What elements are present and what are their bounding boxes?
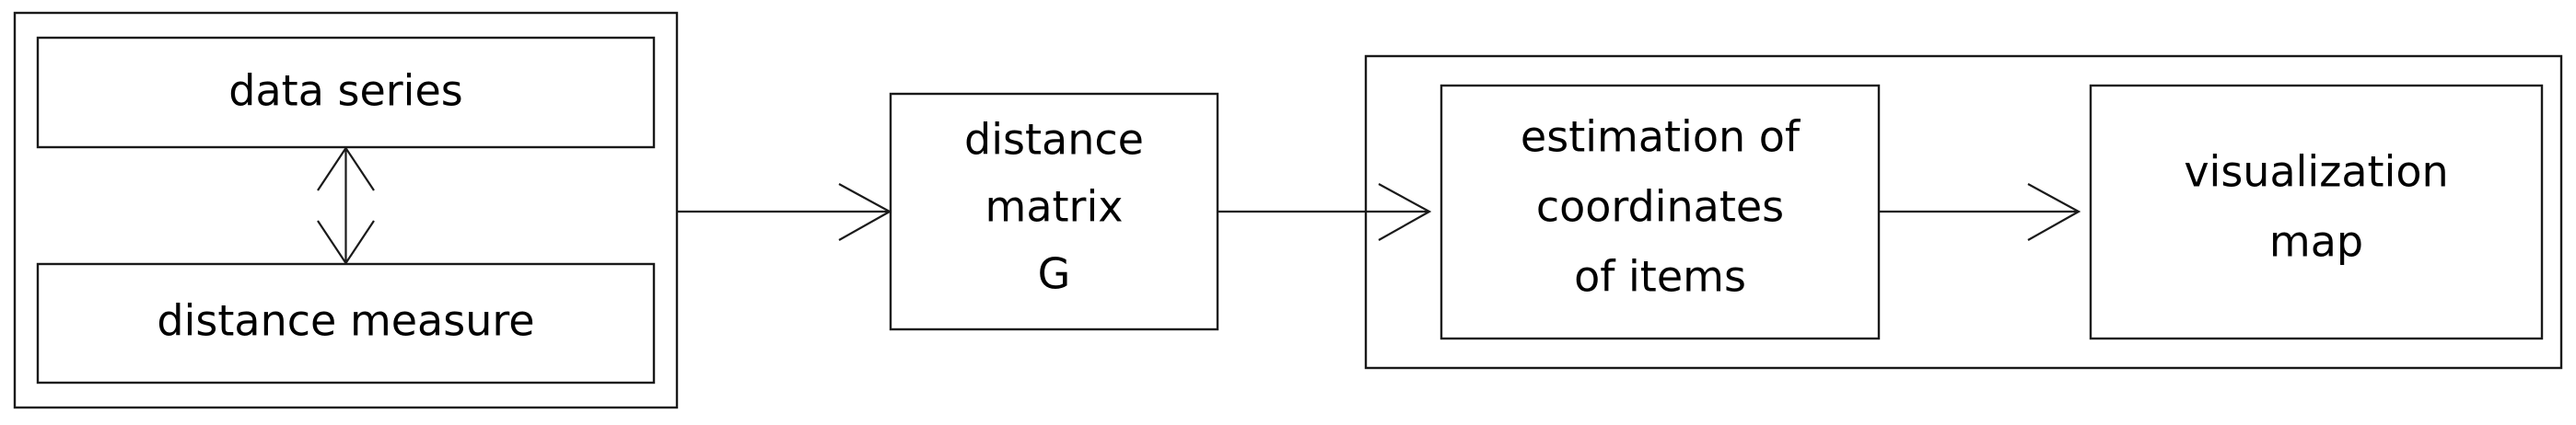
distance-matrix-box[interactable] xyxy=(889,92,1219,331)
bidirectional-arrow-icon xyxy=(317,146,375,265)
distance-matrix-label-line3: G xyxy=(1038,249,1071,299)
arrow-estimation-to-visualization-head xyxy=(2027,183,2081,241)
arrow-input-to-matrix xyxy=(678,183,892,241)
data-series-label: data series xyxy=(228,66,462,116)
estimation-label-line3: of items xyxy=(1574,252,1746,302)
visualization-label-line2: map xyxy=(2269,217,2363,267)
processing-group-container xyxy=(1364,54,2563,370)
distance-matrix-label-line2: matrix xyxy=(985,182,1124,232)
arrow-matrix-to-estimation-head xyxy=(1378,183,1432,241)
bidirectional-arrow-head-up xyxy=(317,146,375,191)
arrow-estimation-to-visualization xyxy=(1880,183,2081,241)
visualization-label-line1: visualization xyxy=(2184,147,2448,197)
arrow-matrix-to-estimation xyxy=(1218,183,1432,241)
estimation-of-coordinates-box[interactable] xyxy=(1440,84,1881,340)
estimation-label-line2: coordinates xyxy=(1536,182,1784,232)
distance-measure-box[interactable] xyxy=(36,262,656,385)
visualization-map-box[interactable] xyxy=(2089,84,2544,340)
estimation-label-line1: estimation of xyxy=(1521,112,1801,162)
distance-measure-label: distance measure xyxy=(157,296,534,346)
distance-matrix-label-line1: distance xyxy=(964,115,1144,165)
input-group-container xyxy=(13,11,679,409)
